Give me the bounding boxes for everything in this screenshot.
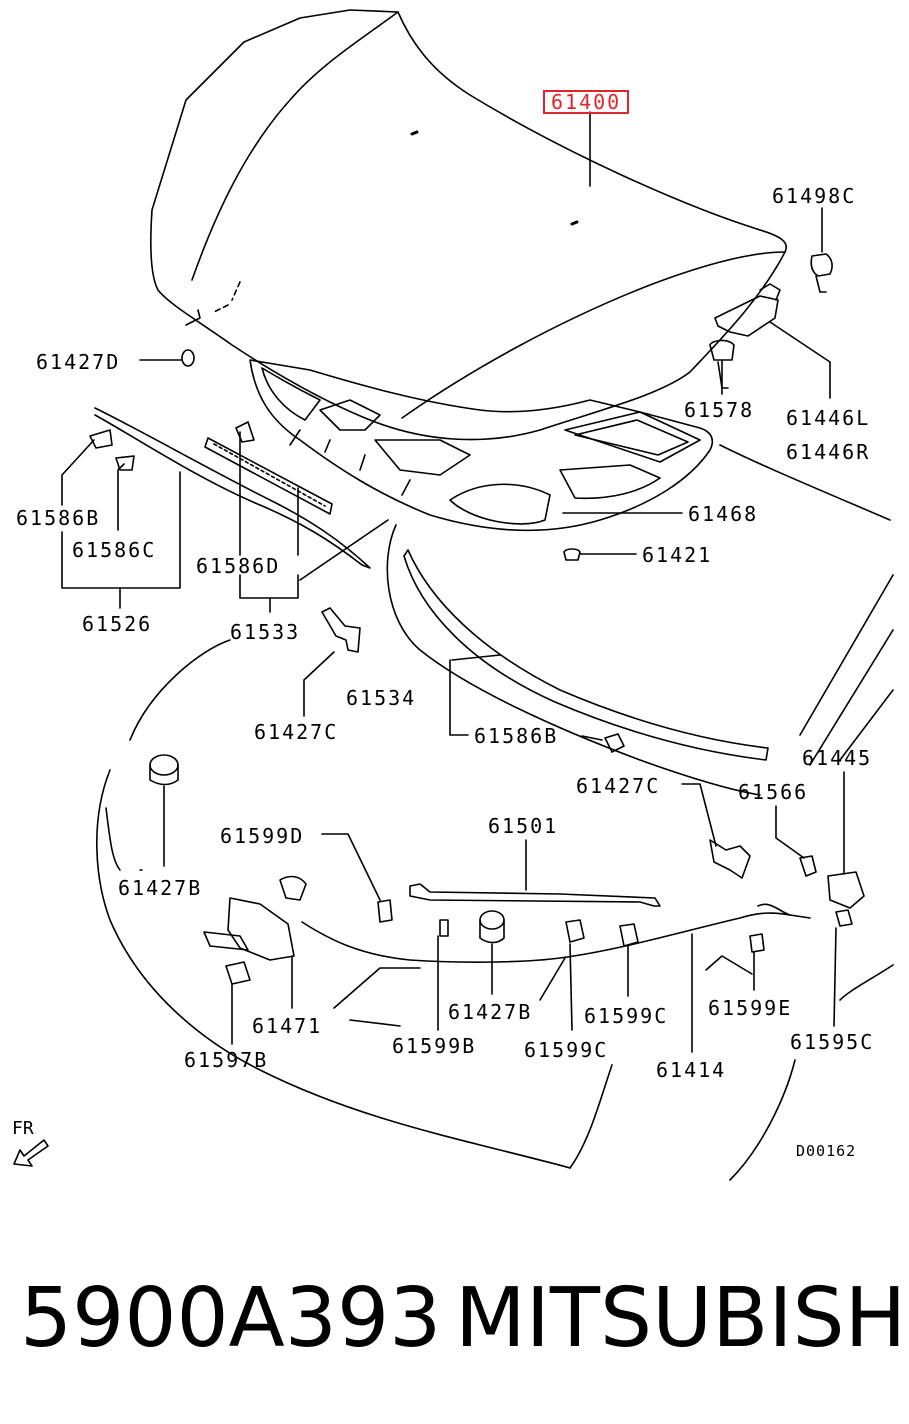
part-number: 5900A393 [20, 1271, 442, 1366]
part-label-61586b-front[interactable]: 61586B [16, 506, 101, 530]
hinge [715, 296, 778, 336]
part-label-61427c-lower[interactable]: 61427C [576, 774, 661, 798]
part-label-61597b[interactable]: 61597B [184, 1048, 269, 1072]
part-label-61533[interactable]: 61533 [230, 620, 301, 644]
part-label-61414[interactable]: 61414 [656, 1058, 727, 1082]
part-label-61566[interactable]: 61566 [738, 780, 809, 804]
latch-61471 [228, 898, 294, 960]
part-label-61578[interactable]: 61578 [684, 398, 755, 422]
part-label-61427b-left[interactable]: 61427B [118, 876, 203, 900]
part-label-61445[interactable]: 61445 [802, 746, 873, 770]
part-label-61427b-center[interactable]: 61427B [448, 1000, 533, 1024]
front-direction-label: FR [12, 1118, 34, 1139]
front-weatherstrip [95, 408, 370, 568]
part-label-61599e[interactable]: 61599E [708, 996, 793, 1020]
part-label-61498c[interactable]: 61498C [772, 184, 857, 208]
hood-panel [151, 10, 786, 440]
hood-crease-left [192, 12, 398, 280]
latch-61445 [828, 872, 864, 908]
hood-inner-frame [250, 360, 712, 530]
exploded-parts-diagram: 61400 61498C 61427D 61578 61446L 61446R … [0, 0, 909, 1200]
bracket-61427C [322, 608, 360, 652]
part-label-61400[interactable]: 61400 [543, 90, 630, 114]
part-label-61427c-upper[interactable]: 61427C [254, 720, 339, 744]
part-label-61427d[interactable]: 61427D [36, 350, 121, 374]
part-label-61595c[interactable]: 61595C [790, 1030, 875, 1054]
part-label-61586b-rear[interactable]: 61586B [474, 724, 559, 748]
part-label-61471[interactable]: 61471 [252, 1014, 323, 1038]
part-label-61468[interactable]: 61468 [688, 502, 759, 526]
diagram-artwork [0, 0, 909, 1200]
part-label-61586d[interactable]: 61586D [196, 554, 281, 578]
rear-weatherstrip [404, 550, 768, 760]
part-label-61599c-lower[interactable]: 61599C [524, 1038, 609, 1062]
part-label-61526[interactable]: 61526 [82, 612, 153, 636]
part-label-61421[interactable]: 61421 [642, 543, 713, 567]
brand-name: MITSUBISHI [455, 1271, 909, 1366]
part-label-61599d[interactable]: 61599D [220, 824, 305, 848]
part-label-61586c[interactable]: 61586C [72, 538, 157, 562]
part-label-61501[interactable]: 61501 [488, 814, 559, 838]
part-label-61446l[interactable]: 61446L [786, 406, 871, 430]
footer: 5900A393 MITSUBISHI [0, 1268, 909, 1378]
drawing-code: D00162 [796, 1142, 857, 1160]
part-label-61446r[interactable]: 61446R [786, 440, 871, 464]
release-cable [302, 913, 810, 962]
part-label-61599c-right[interactable]: 61599C [584, 1004, 669, 1028]
part-label-61599b[interactable]: 61599B [392, 1034, 477, 1058]
part-label-61534[interactable]: 61534 [346, 686, 417, 710]
front-direction-arrow [14, 1140, 48, 1166]
hood-crease-right [402, 252, 785, 418]
strip-61533 [205, 438, 332, 514]
